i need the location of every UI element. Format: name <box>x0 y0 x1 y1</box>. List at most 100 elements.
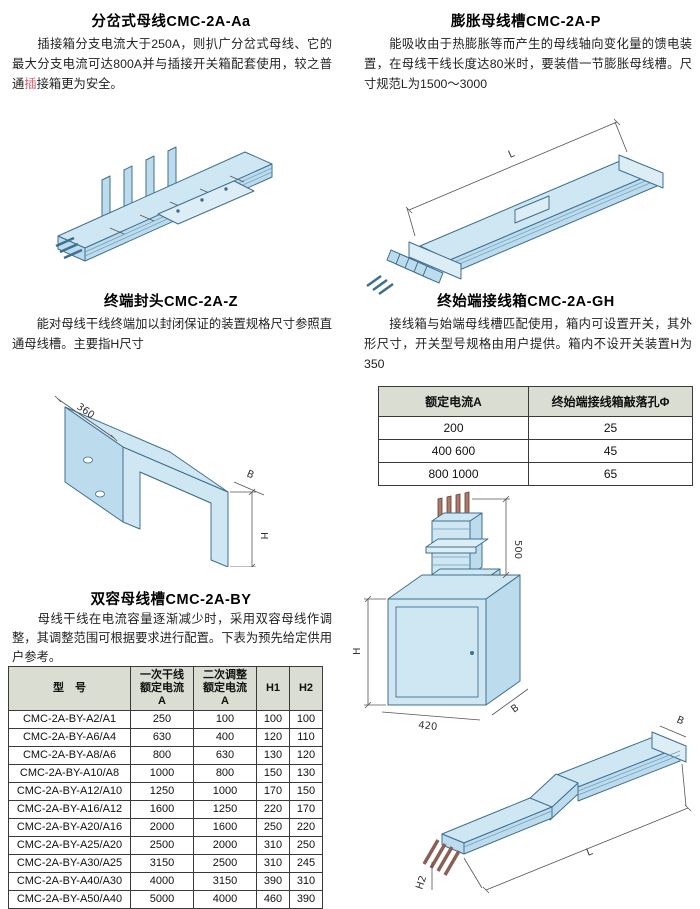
table-cell: CMC-2A-BY-A12/A10 <box>8 782 131 801</box>
dimension-label-width: B <box>245 469 256 482</box>
table-cell: 120 <box>289 746 323 765</box>
table-cell: 1000 <box>130 764 194 783</box>
table-cell: 630 <box>130 728 194 747</box>
table-cell: 2000 <box>193 836 257 855</box>
table-cell: 45 <box>528 439 693 463</box>
section-body-expansion: 能吸收由于热膨胀等而产生的母线轴向变化量的馈电装置，在母线干线长度达80米时，要… <box>364 37 692 91</box>
table-cell: 4000 <box>193 890 257 909</box>
table-cell: 400 600 <box>378 439 529 463</box>
column-header: 二次调整 额定电流 A <box>193 666 257 711</box>
table-cell: 390 <box>289 890 323 909</box>
table-cell: 110 <box>289 728 323 747</box>
dimension-label-riser: 500 <box>512 540 523 559</box>
table-cell: 170 <box>256 782 290 801</box>
table-cell: 250 <box>256 818 290 837</box>
table-cell: 1600 <box>193 818 257 837</box>
table-cell: 1250 <box>130 782 194 801</box>
table-cell: 100 <box>289 710 323 729</box>
column-header: 终始端接线箱敲落孔Φ <box>528 386 693 417</box>
table-cell: 2000 <box>130 818 194 837</box>
table-cell: 5000 <box>130 890 194 909</box>
table-cell: 800 <box>130 746 194 765</box>
section-title-dual: 双容母线槽CMC-2A-BY <box>90 592 252 608</box>
dimension-label-box-height: H <box>352 647 363 655</box>
column-header: 一次干线 额定电流 A <box>130 666 194 711</box>
table-cell: 150 <box>256 764 290 783</box>
table-cell: 630 <box>193 746 257 765</box>
table-cell: 120 <box>256 728 290 747</box>
dual-busway-illustration: B L H2 <box>402 694 697 906</box>
table-cell: 170 <box>289 800 323 819</box>
table-cell: 800 <box>193 764 257 783</box>
section-title-endcap: 终端封头CMC-2A-Z <box>103 294 239 310</box>
table-cell: CMC-2A-BY-A10/A8 <box>8 764 131 783</box>
dimension-label-length: L <box>507 148 517 160</box>
column-header: 额定电流A <box>378 386 529 417</box>
table-cell: 390 <box>256 872 290 891</box>
table-cell: 25 <box>528 416 693 440</box>
table-cell: 4000 <box>130 872 194 891</box>
table-cell: 1600 <box>130 800 194 819</box>
terminal-box-illustration: 500 H 420 B <box>352 485 567 730</box>
table-cell: 150 <box>289 782 323 801</box>
table-cell: CMC-2A-BY-A40/A30 <box>8 872 131 891</box>
table-cell: CMC-2A-BY-A20/A16 <box>8 818 131 837</box>
branch-text-red: 插 <box>24 77 37 91</box>
branch-busbar-illustration <box>40 84 330 284</box>
dimension-label-box-depth: 420 <box>418 720 438 730</box>
section-body-endcap: 能对母线干线终端加以封闭保证的装置规格尺寸参照直通母线槽。主要指H尺寸 <box>12 317 332 351</box>
table-cell: CMC-2A-BY-A50/A40 <box>8 890 131 909</box>
table-cell: 1250 <box>193 800 257 819</box>
table-cell: 400 <box>193 728 257 747</box>
table-cell: 100 <box>193 710 257 729</box>
table-cell: 100 <box>256 710 290 729</box>
table-cell: 800 1000 <box>378 462 529 486</box>
section-title-branch: 分岔式母线CMC-2A-Aa <box>91 14 251 30</box>
end-cap-illustration: 360 B H <box>18 352 268 567</box>
section-body-terminalbox: 接线箱与始端母线槽匹配使用，箱内可设置开关，其外形尺寸，开关型号规格由用户提供。… <box>364 317 692 371</box>
table-cell: 65 <box>528 462 693 486</box>
dimension-label-dual-height: H2 <box>414 874 429 891</box>
table-cell: 2500 <box>130 836 194 855</box>
table-cell: 220 <box>256 800 290 819</box>
table-cell: 130 <box>256 746 290 765</box>
branch-text-b: 接箱更为安全。 <box>36 77 123 91</box>
table-cell: CMC-2A-BY-A8/A6 <box>8 746 131 765</box>
expansion-busway-illustration: L <box>365 96 695 296</box>
dimension-label-height: H <box>258 532 268 540</box>
table-cell: 3150 <box>130 854 194 873</box>
section-title-terminalbox: 终始端接线箱CMC-2A-GH <box>437 294 615 310</box>
branch-text-a: 插接箱分支电流大于250A，则扒广分岔式母线、它的最大分支电流可达800A并与插… <box>12 37 332 91</box>
dimension-label-dual-width: B <box>675 715 686 728</box>
table-cell: 460 <box>256 890 290 909</box>
dimension-label-dual-length: L <box>585 846 595 858</box>
column-header: H1 <box>256 666 290 711</box>
table-cell: 310 <box>256 854 290 873</box>
column-header: H2 <box>289 666 323 711</box>
table-cell: 2500 <box>193 854 257 873</box>
table-cell: 310 <box>256 836 290 855</box>
table-cell: CMC-2A-BY-A2/A1 <box>8 710 131 729</box>
table-cell: 3150 <box>193 872 257 891</box>
table-cell: 245 <box>289 854 323 873</box>
table-cell: CMC-2A-BY-A16/A12 <box>8 800 131 819</box>
table-cell: 250 <box>289 836 323 855</box>
table-cell: 1000 <box>193 782 257 801</box>
table-cell: 200 <box>378 416 529 440</box>
